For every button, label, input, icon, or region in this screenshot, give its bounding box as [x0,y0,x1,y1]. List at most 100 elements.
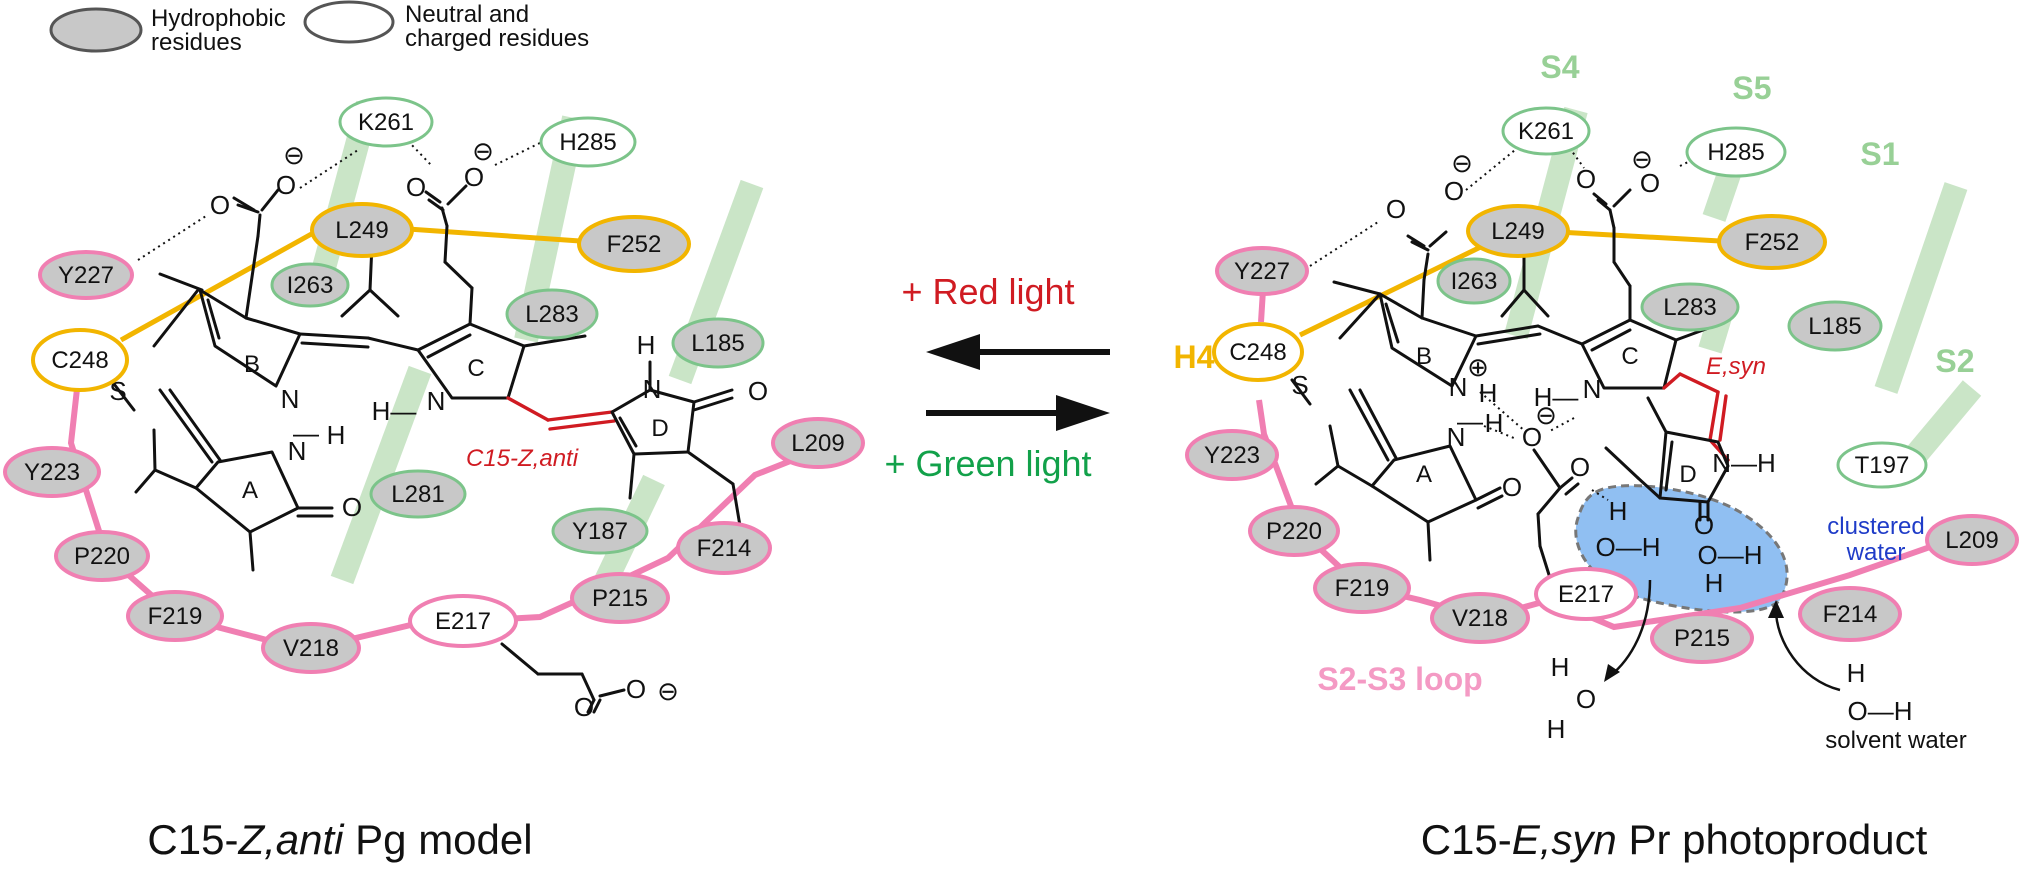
residue-F252: F252 [1717,214,1827,270]
svg-text:F252: F252 [607,231,662,258]
svg-text:N—H: N—H [1712,448,1776,478]
svg-text:V218: V218 [1452,605,1508,632]
svg-text:⊖: ⊖ [1451,148,1473,178]
svg-text:P220: P220 [74,543,130,570]
svg-text:O—H: O—H [1596,532,1661,562]
residue-Y227: Y227 [38,250,134,300]
right-chromophore [1290,188,1730,580]
svg-text:E217: E217 [1558,581,1614,608]
svg-text:A: A [242,477,258,504]
svg-text:F252: F252 [1745,229,1800,256]
svg-text:H—: H— [1534,382,1579,412]
svg-text:N: N [1447,422,1466,452]
svg-text:S: S [109,376,126,406]
svg-text:O: O [1576,164,1596,194]
svg-text:Y227: Y227 [1234,258,1290,285]
red-light-label: + Red light [901,271,1074,312]
residue-K261: K261 [338,96,434,148]
left-residues: K261 H285 L249 F252 Y227 I263 L283 C248 … [3,96,865,674]
svg-text:L249: L249 [1491,218,1544,245]
left-caption: C15-Z,anti Pg model [147,816,532,863]
residue-Y187: Y187 [551,507,649,555]
svg-text:Y187: Y187 [572,518,628,545]
svg-text:N: N [281,384,300,414]
legend-hydrophobic-swatch [49,7,143,53]
svg-text:H: H [1551,652,1570,682]
residue-L249: L249 [1466,204,1570,258]
left-chromophore [112,184,742,714]
residue-C248: C248 [31,328,129,392]
svg-text:F219: F219 [1335,575,1390,602]
helix-label-S1: S1 [1860,136,1899,172]
light-arrows: + Red light + Green light [884,271,1110,484]
svg-text:S: S [1291,370,1308,400]
svg-text:H: H [1547,714,1566,744]
residue-Y223: Y223 [1185,429,1279,481]
svg-text:B: B [244,351,260,378]
svg-text:⊕: ⊕ [1467,352,1489,382]
right-caption: C15-E,syn Pr photoproduct [1421,816,1928,863]
loop-label: S2-S3 loop [1317,661,1482,697]
svg-text:N: N [1449,372,1468,402]
svg-text:B: B [1416,343,1432,370]
svg-text:O: O [1522,422,1542,452]
residue-F252: F252 [577,215,691,273]
svg-text:O: O [276,170,296,200]
svg-text:V218: V218 [283,635,339,662]
svg-text:O: O [210,190,230,220]
svg-text:Y227: Y227 [58,262,114,289]
svg-text:N: N [427,386,446,416]
residue-P215: P215 [1650,612,1754,664]
svg-text:O: O [1570,452,1590,482]
svg-text:C: C [467,355,484,382]
residue-P220: P220 [1248,505,1340,557]
svg-text:O—H: O—H [1848,696,1913,726]
svg-text:O: O [748,376,768,406]
residue-F214: F214 [1798,586,1902,642]
residue-F219: F219 [126,590,224,642]
left-atoms: O O ⊖ O O ⊖ S B N N — H A O C N H— H N D… [109,136,768,722]
svg-text:O: O [464,162,484,192]
residue-L283: L283 [505,288,599,340]
residue-K261: K261 [1501,106,1591,156]
svg-text:⊖: ⊖ [472,136,494,166]
svg-text:O: O [574,692,594,722]
svg-text:I263: I263 [287,272,334,299]
residue-H285: H285 [539,116,637,168]
svg-text:O: O [1694,510,1714,540]
left-panel: O O ⊖ O O ⊖ S B N N — H A O C N H— H N D… [3,96,865,863]
svg-text:Y223: Y223 [24,459,80,486]
green-light-label: + Green light [884,443,1091,484]
svg-text:L283: L283 [1663,294,1716,321]
svg-text:O: O [1502,472,1522,502]
svg-text:O—H: O—H [1698,540,1763,570]
svg-text:O: O [1576,684,1596,714]
residue-P215: P215 [570,572,670,624]
residue-L249: L249 [310,202,414,258]
svg-text:C248: C248 [1229,339,1286,366]
svg-text:F219: F219 [148,603,203,630]
svg-text:D: D [1679,461,1696,488]
svg-text:⊖: ⊖ [1631,144,1653,174]
residue-L185: L185 [671,317,765,369]
svg-text:H: H [1847,658,1866,688]
svg-text:O: O [1444,176,1464,206]
svg-text:H: H [1485,408,1504,438]
water-in-arrow-icon [1768,600,1784,618]
svg-text:H: H [1705,568,1724,598]
residue-Y223: Y223 [3,446,101,498]
legend-neutral-swatch [303,0,395,44]
residue-V218: V218 [261,622,361,674]
svg-text:N: N [288,436,307,466]
helix-label-H4: H4 [1174,339,1215,375]
svg-text:P220: P220 [1266,518,1322,545]
svg-text:H285: H285 [559,129,616,156]
right-atoms: O O ⊖ O O ⊖ S B N ⊕ H H — N A O C N H— O… [1291,144,1912,744]
residue-E217: E217 [1534,567,1638,621]
svg-text:P215: P215 [592,585,648,612]
svg-text:H: H [637,330,656,360]
svg-text:K261: K261 [1518,118,1574,145]
